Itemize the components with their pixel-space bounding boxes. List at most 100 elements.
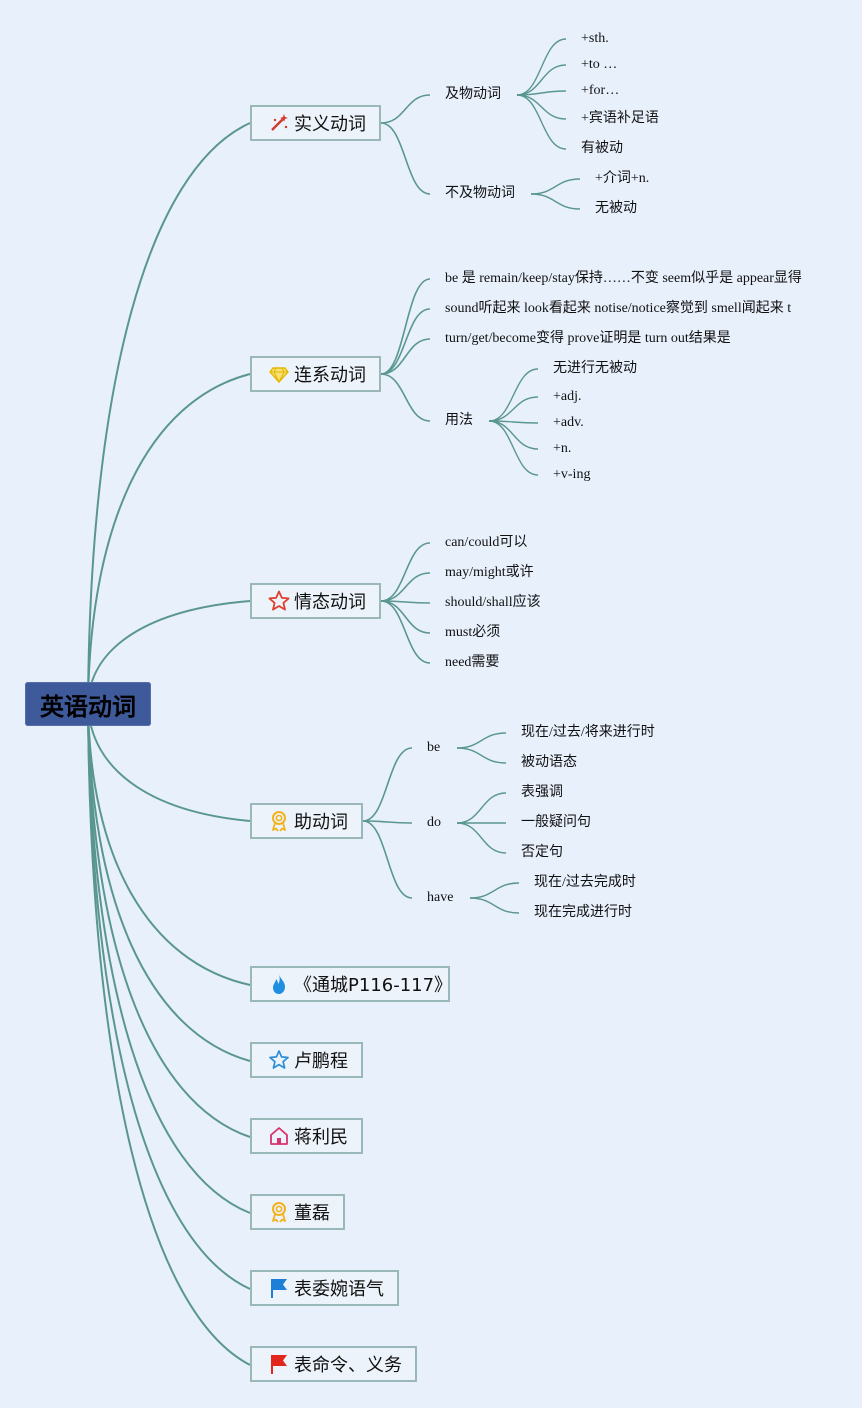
leaf-do-1[interactable]: 表强调	[521, 785, 563, 800]
link-lianxi-2	[380, 338, 431, 375]
link-usage-3	[488, 420, 539, 450]
leaf-transitive-4[interactable]: +宾语补足语	[581, 111, 659, 126]
link-modal-3	[380, 600, 431, 634]
link-modal-4	[380, 600, 431, 664]
leaf-modal-1[interactable]: can/could可以	[445, 535, 528, 550]
root-link-5	[87, 703, 251, 1062]
link-shiyi-intrans	[380, 122, 431, 195]
root-link-0	[87, 122, 251, 705]
link-intrans-0	[530, 178, 581, 195]
link-zhu-do	[362, 820, 413, 824]
link-do-2	[456, 822, 507, 854]
link-shiyi-trans	[380, 94, 431, 124]
branch-jiang-limin[interactable]: 蒋利民	[250, 1118, 363, 1154]
root-link-6	[87, 703, 251, 1138]
link-modal-1	[380, 572, 431, 602]
leaf-transitive-5[interactable]: 有被动	[581, 141, 623, 156]
leaf-transitive-2[interactable]: +to …	[581, 57, 618, 72]
home-icon	[268, 1125, 290, 1147]
branch-mingling-yiwu[interactable]: 表命令、义务	[250, 1346, 417, 1382]
leaf-lianxi-line-3[interactable]: turn/get/become变得 prove证明是 turn out结果是	[445, 331, 731, 346]
leaf-usage-3[interactable]: +adv.	[553, 415, 584, 430]
branch-label: 表命令、义务	[294, 1355, 402, 1376]
star-outline-icon	[268, 590, 290, 612]
leaf-usage-2[interactable]: +adj.	[553, 389, 582, 404]
node-intransitive[interactable]: 不及物动词	[445, 186, 515, 201]
magic-wand-icon	[268, 112, 290, 134]
link-lianxi-1	[380, 308, 431, 375]
node-aux-have[interactable]: have	[427, 890, 454, 905]
branch-label: 《通城P116-117》	[294, 975, 453, 996]
leaf-modal-4[interactable]: must必须	[445, 625, 501, 640]
link-trans-4	[516, 94, 567, 150]
root-link-7	[87, 703, 251, 1214]
branch-label: 董磊	[294, 1203, 330, 1224]
branch-label: 卢鹏程	[294, 1051, 348, 1072]
branch-tongcheng[interactable]: 《通城P116-117》	[250, 966, 453, 1002]
leaf-do-3[interactable]: 否定句	[521, 845, 563, 860]
leaf-transitive-3[interactable]: +for…	[581, 83, 620, 98]
link-usage-0	[488, 368, 539, 422]
branch-lianxi-dongci[interactable]: 连系动词	[250, 356, 381, 392]
link-usage-1	[488, 396, 539, 422]
award-ribbon-icon	[268, 1201, 290, 1223]
link-be-1	[456, 747, 507, 764]
root-link-9	[87, 703, 251, 1366]
leaf-usage-1[interactable]: 无进行无被动	[553, 361, 637, 376]
star-blue-icon	[268, 1049, 290, 1071]
link-intrans-1	[530, 193, 581, 210]
leaf-intransitive-1[interactable]: +介词+n.	[595, 171, 650, 186]
link-do-0	[456, 792, 507, 824]
red-flag-icon	[268, 1353, 290, 1375]
root-node[interactable]: 英语动词	[25, 682, 151, 726]
link-zhu-be	[362, 747, 413, 822]
node-usage[interactable]: 用法	[445, 413, 473, 428]
fire-icon	[268, 973, 290, 995]
leaf-do-2[interactable]: 一般疑问句	[521, 815, 591, 830]
leaf-lianxi-line-2[interactable]: sound听起来 look看起来 notise/notice察觉到 smell闻…	[445, 301, 792, 316]
leaf-intransitive-2[interactable]: 无被动	[595, 201, 637, 216]
leaf-have-1[interactable]: 现在/过去完成时	[534, 875, 636, 890]
branch-lu-pengcheng[interactable]: 卢鹏程	[250, 1042, 363, 1078]
leaf-be-1[interactable]: 现在/过去/将来进行时	[521, 725, 655, 740]
node-transitive[interactable]: 及物动词	[445, 87, 501, 102]
link-modal-0	[380, 542, 431, 602]
root-link-4	[87, 703, 251, 986]
branch-zhu-dongci[interactable]: 助动词	[250, 803, 363, 839]
branch-label: 表委婉语气	[294, 1279, 384, 1300]
link-lianxi-0	[380, 278, 431, 375]
root-link-3	[87, 703, 251, 822]
branch-dong-lei[interactable]: 董磊	[250, 1194, 345, 1230]
leaf-transitive-1[interactable]: +sth.	[581, 31, 609, 46]
link-zhu-have	[362, 820, 413, 899]
link-trans-0	[516, 38, 567, 96]
branch-weiwan-yuqi[interactable]: 表委婉语气	[250, 1270, 399, 1306]
link-trans-1	[516, 64, 567, 96]
leaf-have-2[interactable]: 现在完成进行时	[534, 905, 632, 920]
leaf-lianxi-line-1[interactable]: be 是 remain/keep/stay保持……不变 seem似乎是 appe…	[445, 271, 802, 286]
link-usage-4	[488, 420, 539, 476]
link-have-1	[469, 897, 520, 914]
blue-flag-icon	[268, 1277, 290, 1299]
branch-label: 连系动词	[294, 365, 366, 386]
award-ribbon-icon	[268, 810, 290, 832]
branch-shiyi-dongci[interactable]: 实义动词	[250, 105, 381, 141]
leaf-modal-2[interactable]: may/might或许	[445, 565, 534, 580]
link-be-0	[456, 732, 507, 749]
branch-qingtai-dongci[interactable]: 情态动词	[250, 583, 381, 619]
node-aux-do[interactable]: do	[427, 815, 441, 830]
leaf-modal-5[interactable]: need需要	[445, 655, 500, 670]
branch-label: 助动词	[294, 812, 348, 833]
leaf-be-2[interactable]: 被动语态	[521, 755, 577, 770]
leaf-usage-4[interactable]: +n.	[553, 441, 572, 456]
branch-label: 蒋利民	[294, 1127, 348, 1148]
leaf-modal-3[interactable]: should/shall应该	[445, 595, 541, 610]
node-aux-be[interactable]: be	[427, 740, 441, 755]
leaf-usage-5[interactable]: +v-ing	[553, 467, 591, 482]
branch-label: 实义动词	[294, 114, 366, 135]
diamond-icon	[268, 363, 290, 385]
link-have-0	[469, 882, 520, 899]
link-trans-3	[516, 94, 567, 120]
root-link-1	[87, 373, 251, 705]
